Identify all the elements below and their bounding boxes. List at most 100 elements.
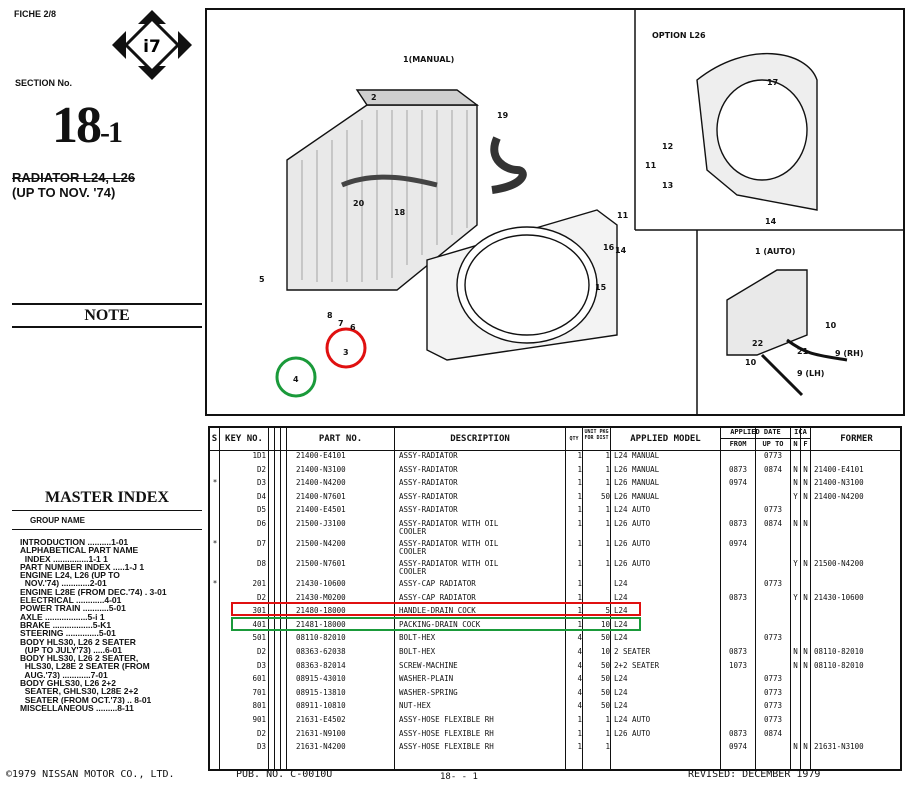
cell-qty: 4 xyxy=(577,674,582,684)
cell-part: 21400-N3100 xyxy=(296,464,346,474)
group-name-label: GROUP NAME xyxy=(30,516,85,525)
cell-model: L24 xyxy=(614,633,628,643)
section-number-sub: -1 xyxy=(100,116,123,149)
cell-desc: ASSY-RADIATOR xyxy=(399,505,458,515)
cell-key: D7 xyxy=(256,539,266,548)
cell-f: N xyxy=(803,742,808,752)
hdr-applied-date: APPLIED DATE xyxy=(730,428,781,436)
hdr-applied-model: APPLIED MODEL xyxy=(630,434,701,444)
cell-part: 08110-82010 xyxy=(296,633,346,643)
cell-pkg: 1 xyxy=(605,478,610,488)
cell-desc: WASHER-PLAIN xyxy=(399,674,454,684)
cell-desc: NUT-HEX xyxy=(399,701,431,711)
parts-table: S KEY NO. PART NO. DESCRIPTION QTY UNIT … xyxy=(208,426,902,771)
cell-qty: 1 xyxy=(577,491,582,501)
cell-pkg: 1 xyxy=(605,451,610,460)
master-index-item: ENGINE L28E (FROM DEC.'74) . 3-01 xyxy=(20,587,167,597)
cell-n: Y xyxy=(793,491,798,501)
hdr-n: N xyxy=(793,440,798,448)
cell-key: D2 xyxy=(256,592,266,602)
cell-desc: ASSY-RADIATOR WITH OIL xyxy=(399,519,499,528)
cell-from: 0873 xyxy=(728,647,748,656)
cell-key: 801 xyxy=(252,701,266,711)
cell-key: D4 xyxy=(256,491,266,501)
hdr-f: F xyxy=(803,440,808,448)
revised-date: REVISED: DECEMBER 1979 xyxy=(688,769,821,780)
cell-desc-line2: COOLER xyxy=(399,567,427,576)
cell-desc-line2: COOLER xyxy=(399,547,427,556)
callout-16: 16 xyxy=(603,243,615,252)
master-index-item: BODY HLS30, L26 2 SEATER xyxy=(20,637,136,646)
cell-desc: ASSY-CAP RADIATOR xyxy=(399,579,476,588)
callout-12: 12 xyxy=(662,142,673,151)
cell-model: L24 AUTO xyxy=(614,715,651,724)
cell-desc: ASSY-HOSE FLEXIBLE RH xyxy=(399,742,494,752)
cell-pkg: 5 xyxy=(605,606,610,616)
cell-upto: 0773 xyxy=(763,579,783,588)
cell-pkg: 1 xyxy=(605,539,610,548)
callout-21: 21 xyxy=(797,347,809,356)
cell-desc: ASSY-HOSE FLEXIBLE RH xyxy=(399,728,494,738)
pub-number: PUB. NO. C-0010U xyxy=(236,769,333,780)
cell-model: L26 MANUAL xyxy=(614,478,660,488)
hdr-up-to: UP TO xyxy=(762,440,784,448)
hdr-part-no: PART NO. xyxy=(318,434,363,444)
cell-key: 901 xyxy=(252,715,266,724)
cell-former: 08110-82010 xyxy=(814,647,864,656)
cell-model: L26 AUTO xyxy=(614,519,651,528)
cell-qty: 4 xyxy=(577,633,582,643)
cell-former: 21430-10600 xyxy=(814,592,864,602)
cell-f: N xyxy=(803,491,808,501)
radiator-drawing xyxy=(286,52,848,397)
label-auto: 1 (AUTO) xyxy=(755,247,795,256)
label-lh: 9 (LH) xyxy=(797,369,824,378)
master-index-item: ELECTRICAL ............4-01 xyxy=(20,596,122,605)
callout-17: 17 xyxy=(767,78,778,87)
cell-from: 0873 xyxy=(728,464,748,474)
cell-former: 21400-N3100 xyxy=(814,478,864,488)
cell-qty: 1 xyxy=(577,464,582,474)
callout-7: 7 xyxy=(338,319,344,328)
master-index-item: BODY GHLS30, L26 2+2 xyxy=(20,679,116,688)
cell-part: 08915-13810 xyxy=(296,687,346,697)
divider xyxy=(12,529,202,530)
col-divider xyxy=(274,428,275,769)
section-number-main: 18 xyxy=(52,97,102,154)
cell-key: D3 xyxy=(256,742,266,752)
callout-3: 3 xyxy=(343,348,349,357)
cell-desc: PACKING-DRAIN COCK xyxy=(399,619,481,629)
cell-from: 1073 xyxy=(728,660,748,670)
cell-part: 21430-M0200 xyxy=(296,592,346,602)
parts-drawing: OPTION L26 1(MANUAL) 1 (AUTO) 9 (RH) 9 (… xyxy=(205,8,905,416)
section-logo: i7 xyxy=(112,10,192,80)
note-title: NOTE xyxy=(84,307,130,324)
cell-desc: BOLT-HEX xyxy=(399,647,436,656)
red-callout-circle xyxy=(325,327,367,369)
cell-qty: 4 xyxy=(577,660,582,670)
section-title-line1: RADIATOR L24, L26 xyxy=(12,170,136,185)
cell-s: * xyxy=(212,579,218,588)
header-subdivider xyxy=(720,438,810,439)
section-label: SECTION No. xyxy=(15,78,73,88)
master-index-item: INDEX ...............1-1 1 xyxy=(20,554,108,563)
cell-model: L24 xyxy=(614,701,628,711)
section-title: RADIATOR L24, L26 (UP TO NOV. '74) xyxy=(12,170,202,200)
cell-qty: 1 xyxy=(577,519,582,528)
callout-11: 11 xyxy=(617,211,629,220)
cell-part: 21400-N7601 xyxy=(296,491,346,501)
cell-f: N xyxy=(803,647,808,656)
callout-6: 6 xyxy=(350,323,356,332)
label-manual: 1(MANUAL) xyxy=(403,55,454,64)
callout-15: 15 xyxy=(595,283,607,292)
callout-19: 19 xyxy=(497,111,509,120)
cell-f: N xyxy=(803,478,808,488)
cell-qty: 1 xyxy=(577,559,582,568)
master-index-item: (UP TO JULY'73) .....6-01 xyxy=(20,645,123,655)
cell-part: 21631-E4502 xyxy=(296,715,346,724)
col-divider xyxy=(268,428,269,769)
cell-pkg: 50 xyxy=(600,674,610,684)
cell-n: N xyxy=(793,660,798,670)
cell-upto: 0773 xyxy=(763,505,783,515)
logo-code: i7 xyxy=(143,37,161,57)
callout-4: 4 xyxy=(293,375,299,384)
